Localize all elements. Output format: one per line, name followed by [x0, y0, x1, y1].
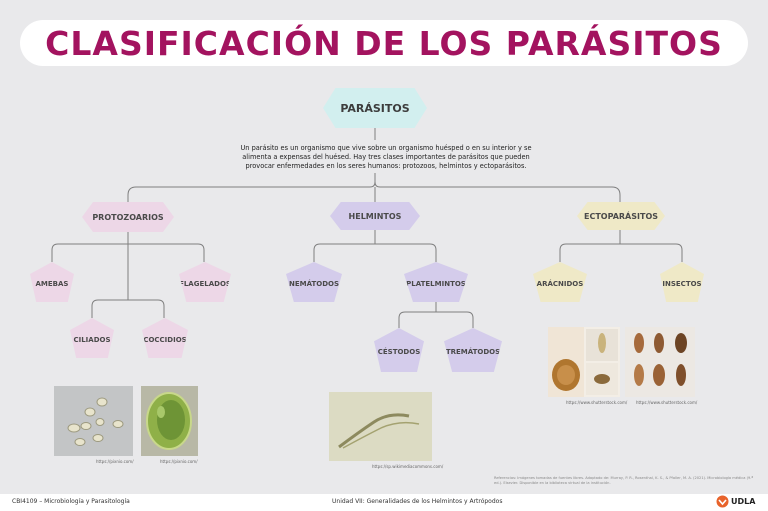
root-label: PARÁSITOS	[340, 101, 410, 115]
connector-helmintos	[313, 230, 474, 328]
node-label: FLAGELADOS	[179, 280, 231, 288]
photo-credit: https://www.shutterstock.com/	[566, 400, 628, 405]
node-label: ARÁCNIDOS	[536, 280, 584, 288]
udla-logo-icon	[716, 495, 729, 508]
root-node-parasitos: PARÁSITOS	[323, 88, 427, 128]
amoeba-micrograph	[54, 386, 133, 456]
connector-protozoarios	[51, 232, 205, 318]
node-label: CÉSTODOS	[377, 348, 421, 356]
photo-credit: https://www.shutterstock.com/	[636, 400, 698, 405]
unit-label: Unidad VII: Generalidades de los Helmint…	[332, 498, 503, 505]
connector-ectoparasitos	[559, 230, 683, 262]
node-label: CILIADOS	[73, 336, 111, 344]
photo-credit: https://sp.wikimediacommons.com/	[372, 464, 444, 469]
title-banner: CLASIFICACIÓN DE LOS PARÁSITOS	[20, 20, 748, 66]
footer-bar: CBI4109 – Microbiología y Parasitología …	[0, 494, 768, 511]
connector-root-branch	[127, 173, 621, 202]
photo-credit: https://pixnio.com/	[96, 459, 134, 464]
node-label: AMEBAS	[35, 280, 69, 288]
root-description: Un parásito es un organismo que vive sob…	[240, 144, 532, 170]
node-label: INSECTOS	[662, 280, 702, 288]
course-label: CBI4109 – Microbiología y Parasitología	[12, 498, 130, 505]
mite-photo-collage	[548, 327, 620, 397]
insect-photo-collage	[625, 327, 695, 397]
ciliate-micrograph	[141, 386, 198, 456]
page-title: CLASIFICACIÓN DE LOS PARÁSITOS	[45, 23, 723, 63]
helminth-micrograph	[329, 392, 432, 461]
category-label: ECTOPARÁSITOS	[583, 211, 659, 221]
node-label: TREMÁTODOS	[445, 348, 501, 356]
category-label: HELMINTOS	[348, 211, 402, 221]
category-node-helmintos: HELMINTOS	[330, 202, 420, 230]
node-label: NEMÁTODOS	[288, 280, 339, 288]
references-text: Referencias: Imágenes tomadas de fuentes…	[494, 476, 754, 485]
photo-credit: https://pixnio.com/	[160, 459, 198, 464]
node-label: PLATELMINTOS	[406, 280, 466, 288]
category-node-ectoparasitos: ECTOPARÁSITOS	[577, 202, 665, 230]
node-label: COCCIDIOS	[143, 336, 187, 344]
category-node-protozoarios: PROTOZOARIOS	[82, 202, 174, 232]
udla-logo: UDLA	[716, 495, 755, 508]
logo-text: UDLA	[731, 497, 756, 506]
category-label: PROTOZOARIOS	[92, 212, 164, 222]
